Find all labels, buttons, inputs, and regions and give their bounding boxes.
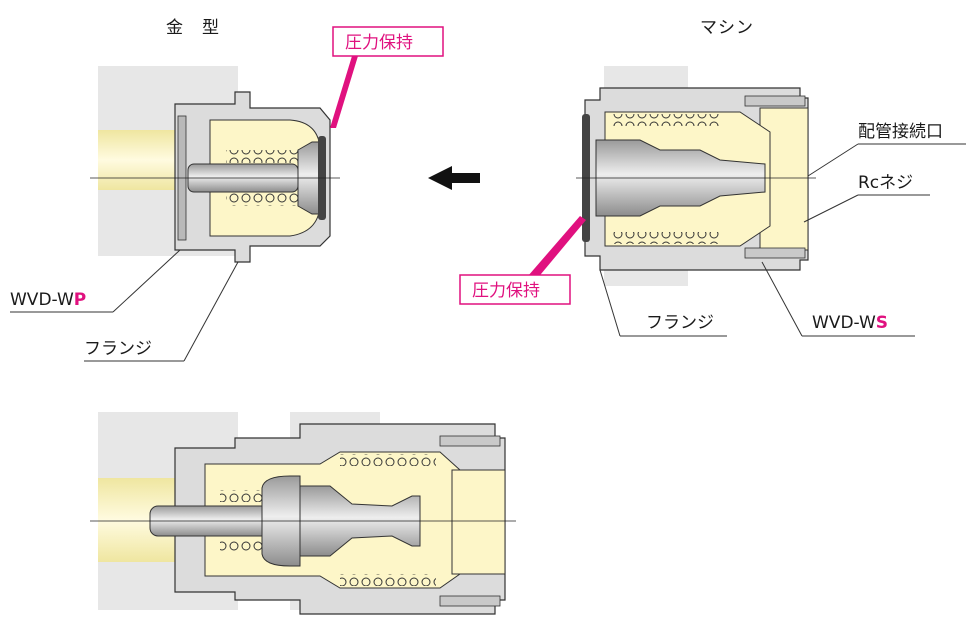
- mold-spring-bottom: [226, 193, 300, 206]
- piping-port-leader: [807, 143, 859, 177]
- piping-port-label: 配管接続口: [858, 122, 943, 142]
- machine-coupler-diagram: [576, 66, 816, 286]
- pressure-hold-pointer-bottom: [528, 216, 586, 280]
- machine-bolt-top: [744, 95, 806, 107]
- flange-label-left-group: フランジ: [84, 261, 239, 362]
- flange-left-leader: [183, 261, 239, 362]
- mold-pipe: [98, 130, 178, 190]
- flange-label-right-group: フランジ: [599, 269, 727, 337]
- flange-right-leader: [599, 269, 621, 337]
- pressure-hold-label-bottom: 圧力保持: [472, 281, 540, 301]
- mold-coupler-diagram: [90, 66, 340, 263]
- pressure-hold-box-top: [332, 26, 444, 57]
- machine-spring-bottom: [612, 232, 720, 244]
- mold-spring-top: [226, 150, 300, 163]
- machine-spring-top: [612, 114, 720, 126]
- wvd-wp-label: WVD-WP: [10, 290, 86, 310]
- assembly-outlet-chamber: [451, 469, 506, 575]
- pressure-hold-callout-bottom: 圧力保持: [459, 216, 586, 305]
- pressure-hold-box-bottom: [459, 274, 571, 305]
- rc-thread-leader: [803, 194, 859, 223]
- direction-arrow: [428, 166, 480, 190]
- wvd-ws-leader: [761, 261, 803, 337]
- wvd-ws-label: WVD-WS: [812, 313, 888, 333]
- mold-header: 金 型: [166, 18, 220, 38]
- pressure-hold-callout-top: 圧力保持: [330, 26, 444, 128]
- piping-port-label-group: 配管接続口: [807, 122, 966, 177]
- rc-thread-label-group: Rcネジ: [803, 173, 930, 223]
- wvd-wp-label-group: WVD-WP: [10, 249, 181, 313]
- wvd-wp-leader: [112, 249, 181, 313]
- pressure-hold-label-top: 圧力保持: [345, 33, 413, 53]
- machine-header: マシン: [700, 18, 754, 38]
- coupled-assembly-diagram: [90, 412, 516, 615]
- pressure-hold-pointer-top: [330, 56, 358, 128]
- flange-label-left: フランジ: [84, 339, 152, 359]
- machine-bolt-bottom: [744, 247, 806, 259]
- rc-thread-label: Rcネジ: [858, 173, 913, 193]
- assembly-spring-right-top: [340, 454, 436, 466]
- assembly-bolt-top: [439, 435, 501, 447]
- wvd-ws-label-group: WVD-WS: [761, 261, 915, 337]
- assembly-spring-right-bottom: [340, 574, 436, 586]
- flange-label-right: フランジ: [646, 313, 714, 333]
- assembly-bolt-bottom: [439, 595, 501, 607]
